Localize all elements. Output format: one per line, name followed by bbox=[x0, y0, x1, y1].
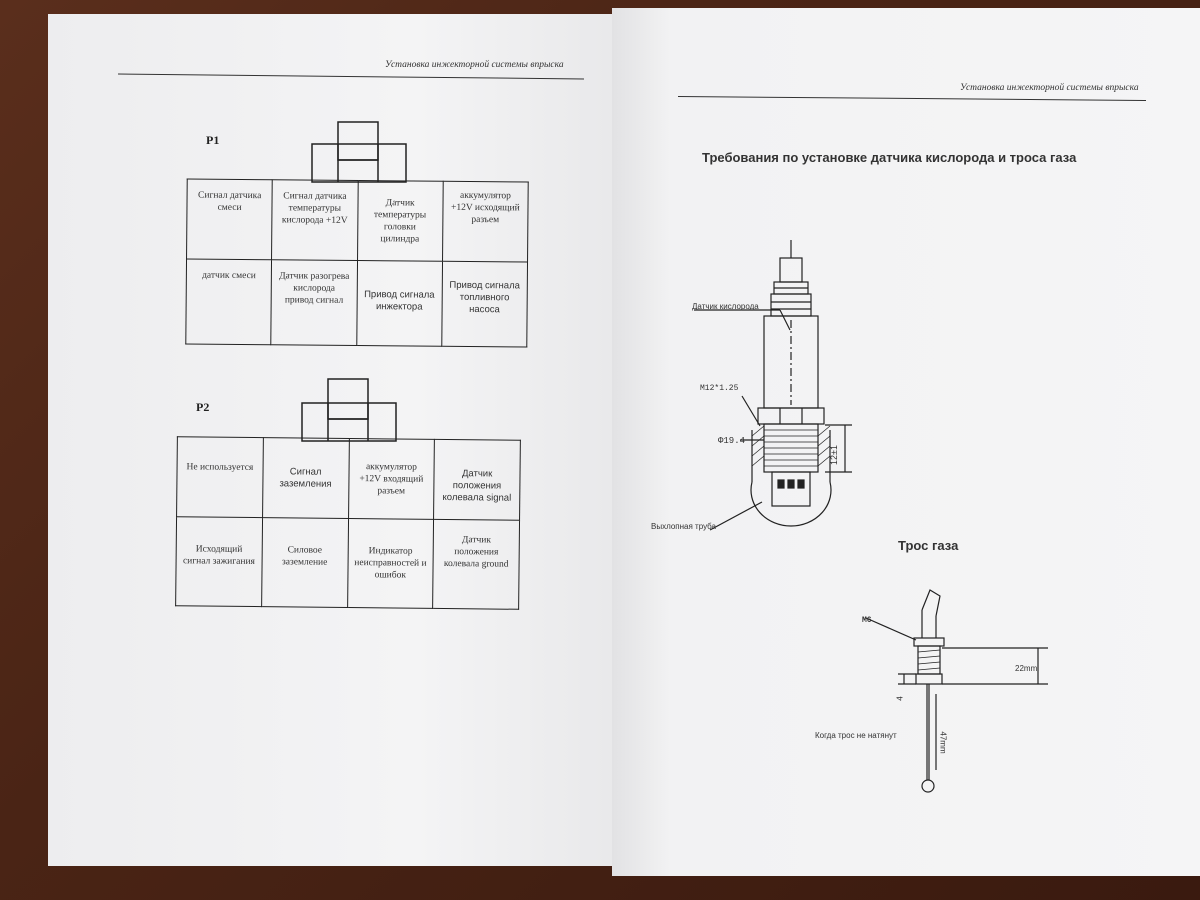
p1-pin-table: Сигнал датчика смеси Сигнал датчика темп… bbox=[185, 179, 529, 348]
table-cell: Датчик положения колевала signal bbox=[433, 439, 521, 521]
sensor-callout: Датчик кислорода bbox=[692, 302, 759, 311]
oxygen-sensor-drawing bbox=[694, 240, 852, 531]
table-cell: Не используется bbox=[176, 436, 264, 518]
p1-connector-key bbox=[311, 121, 407, 183]
left-page bbox=[48, 14, 660, 866]
p2-label: P2 bbox=[196, 400, 210, 414]
table-cell: Сигнал датчика смеси bbox=[186, 179, 273, 260]
p1-label: P1 bbox=[206, 133, 220, 147]
diameter-callout: Φ19.4 bbox=[718, 436, 746, 446]
dimension-4: 4 bbox=[895, 696, 905, 701]
exhaust-pipe-callout: Выхлопная труба bbox=[651, 522, 717, 531]
depth-dimension: 12±1 bbox=[828, 445, 839, 465]
table-cell: Привод сигнала топливного насоса bbox=[441, 261, 528, 347]
thread-callout: M12*1.25 bbox=[700, 384, 739, 393]
dimension-47mm: 47mm bbox=[938, 731, 948, 754]
table-cell: Исходящий сигнал зажигания bbox=[175, 516, 263, 607]
table-cell: датчик смеси bbox=[185, 259, 272, 345]
table-row: Сигнал датчика смеси Сигнал датчика темп… bbox=[186, 179, 529, 262]
table-row: Не используется Сигнал заземления аккуму… bbox=[176, 436, 521, 521]
table-cell: Датчик положения колевала ground bbox=[432, 519, 520, 610]
running-head-left: Установка инжекторной системы впрыска bbox=[385, 60, 564, 70]
throttle-cable-drawing bbox=[865, 589, 1048, 793]
table-cell: аккумулятор +12V входящий разъем bbox=[348, 438, 435, 520]
table-cell: Индикатор неисправностей и ошибок bbox=[347, 518, 434, 609]
table-cell: Сигнал заземления bbox=[262, 437, 349, 519]
table-cell: Силовое заземление bbox=[261, 517, 349, 608]
slack-note: Когда трос не натянут bbox=[815, 731, 897, 740]
m6-callout: M6 bbox=[862, 616, 872, 625]
table-cell: аккумулятор +12V исходящий разъем bbox=[442, 181, 529, 262]
table-cell: Датчик температуры головки цилиндра bbox=[357, 180, 443, 262]
throttle-cable-title: Трос газа bbox=[898, 538, 959, 553]
page-title: Требования по установке датчика кислород… bbox=[702, 150, 1077, 165]
table-cell: Привод сигнала инжектора bbox=[356, 260, 443, 347]
table-cell: Датчик разогрева кислорода привод сигнал bbox=[271, 259, 358, 346]
table-cell: Сигнал датчика температуры кислорода +12… bbox=[271, 179, 358, 261]
p2-connector-key bbox=[301, 378, 397, 442]
right-page bbox=[612, 8, 1200, 876]
running-head-right: Установка инжекторной системы впрыска bbox=[960, 83, 1139, 93]
dimension-22mm: 22mm bbox=[1015, 664, 1038, 673]
p2-pin-table: Не используется Сигнал заземления аккуму… bbox=[175, 436, 521, 610]
table-row: Исходящий сигнал зажигания Силовое зазем… bbox=[175, 516, 520, 610]
table-row: датчик смеси Датчик разогрева кислорода … bbox=[185, 259, 528, 347]
